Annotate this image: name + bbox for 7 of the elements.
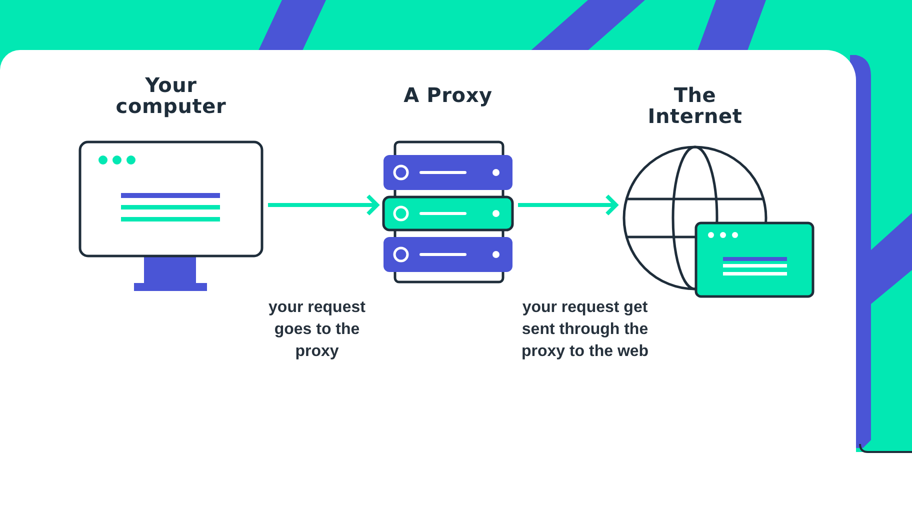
arrow bbox=[268, 194, 379, 216]
description-text: your request get sent through the proxy to the web bbox=[520, 298, 650, 362]
heading: A Proxy bbox=[402, 85, 494, 106]
heading: Your computer bbox=[114, 75, 228, 117]
description-text: your request goes to the proxy bbox=[268, 298, 366, 362]
heading: The Internet bbox=[646, 85, 744, 127]
arrow bbox=[518, 194, 618, 216]
